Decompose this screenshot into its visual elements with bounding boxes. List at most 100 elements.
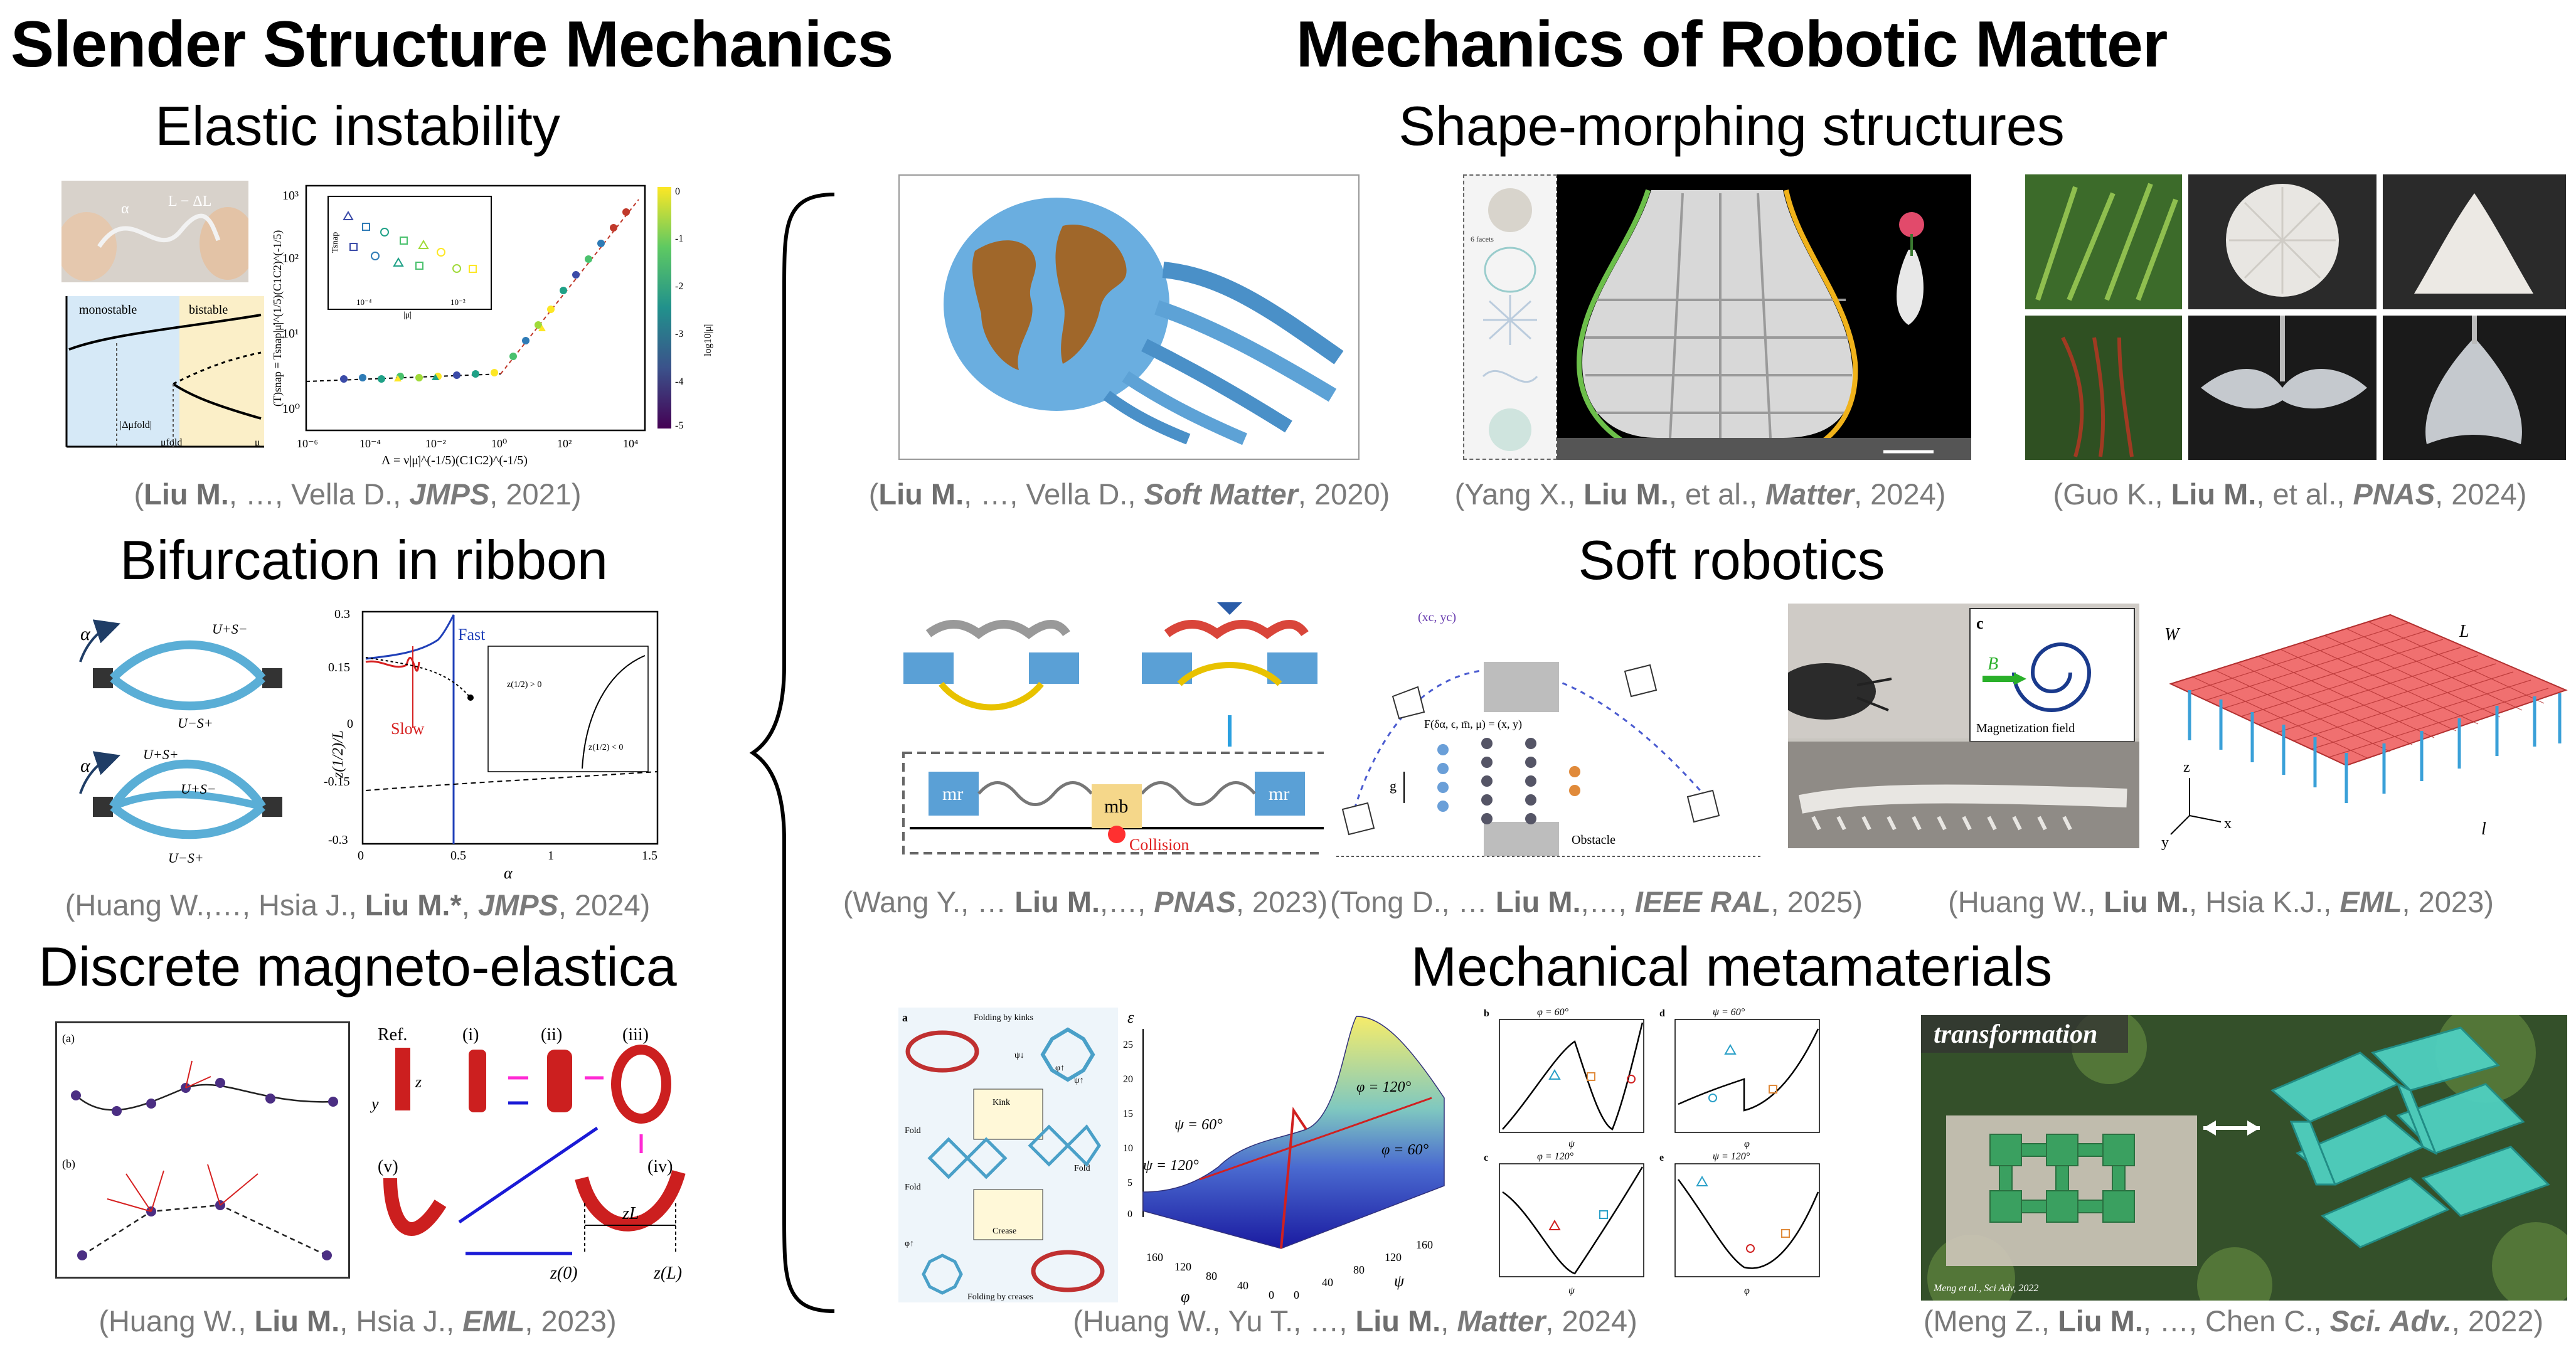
figure-bistability-diagram: monostable bistable |Δμfold| μfold μ: [60, 290, 267, 453]
millipede-robot-drawing: c B Magnetization field: [1775, 604, 2139, 848]
zL-label: zL: [622, 1204, 639, 1223]
y-axis-label: y: [370, 1095, 379, 1113]
phi120-label: φ = 120°: [1356, 1079, 1411, 1095]
fold-panel-a-label: a: [902, 1011, 908, 1024]
fast-label: Fast: [458, 625, 486, 644]
phi-tick-2: 80: [1206, 1270, 1217, 1282]
mb-label: mb: [1104, 796, 1128, 817]
svg-text:φ = 60°: φ = 60°: [1537, 1007, 1569, 1018]
ref-label: Ref.: [378, 1025, 407, 1045]
delta-mu-label: |Δμfold|: [120, 420, 152, 430]
state-i-label: (i): [462, 1025, 479, 1045]
figure-plant-inspired: [2025, 174, 2566, 460]
figure-snap-time-plot: 10³ 10² 10¹ 10⁰ 10⁻⁶ 10⁻⁴ 10⁻² 10⁰ 10² 1…: [269, 174, 720, 469]
svg-text:ψ = 120°: ψ = 120°: [1713, 1151, 1750, 1162]
facet-strip-drawing: 6 facets: [1471, 188, 1538, 451]
x-tick-3: 10⁰: [491, 437, 507, 450]
axis-x-label: x: [2224, 816, 2232, 832]
citation-nn-robot: (Tong D., … Liu M.,…, IEEE RAL, 2025): [1330, 885, 1863, 918]
citation-magneto-elastica: (Huang W., Liu M., Hsia J., EML, 2023): [98, 1304, 617, 1338]
psi-tick-4: 160: [1416, 1238, 1433, 1251]
inset-x-label: |μ̇|: [403, 311, 412, 320]
citation-vase: (Yang X., Liu M., et al., Matter, 2024): [1454, 477, 1946, 511]
slice-markers: [1548, 1043, 1790, 1253]
eps-tick-1: 20: [1123, 1074, 1133, 1085]
discrete-elastica-drawing: (a) (b): [62, 1032, 338, 1260]
rb-x-tick-3: 1.5: [642, 849, 657, 863]
eps-tick-4: 5: [1127, 1178, 1132, 1188]
eps-tick-2: 15: [1123, 1109, 1133, 1119]
psi-up-label: ψ↑: [1074, 1076, 1084, 1085]
magneto-sequence-drawing: Ref. (i) (ii) (iii) z y (v) (iv) zL z(0)…: [370, 1025, 686, 1283]
xcyc-label: (xc, yc): [1418, 610, 1456, 624]
width-W-label: W: [2164, 625, 2181, 644]
mr-right-label: mr: [1269, 784, 1289, 804]
psi-down-label: ψ↓: [1014, 1051, 1025, 1060]
colorbar: [657, 187, 671, 428]
phi-tick-1: 120: [1174, 1260, 1191, 1273]
figure-folding-schematic: a Folding by kinks ψ↓ Kink Fold Fold Fol…: [898, 1008, 1118, 1302]
obstacle-label: Obstacle: [1572, 833, 1615, 847]
svg-text:c: c: [1484, 1152, 1488, 1163]
svg-text:ψ = 60°: ψ = 60°: [1713, 1007, 1745, 1018]
group-title-metamaterials: Mechanical metamaterials: [1410, 935, 2053, 998]
figure-energy-landscape: ε 25 20 15 10 5 0 ψ = 60° ψ = 120° φ = 1…: [1118, 1004, 1469, 1306]
legged-sheet-drawing: W L l z x y: [2161, 614, 2568, 851]
strip-alpha-label: α: [121, 201, 129, 217]
psi-tick-3: 120: [1385, 1251, 1402, 1264]
section-title-magneto-elastica: Discrete magneto-elastica: [38, 935, 677, 998]
y-tick-0: 10³: [282, 189, 299, 203]
figure-energy-slices: b φ = 60° ψ d ψ = 60° φ c φ = 120° ψ e ψ…: [1481, 1004, 1832, 1299]
strip-length-label: L − ΔL: [168, 193, 211, 210]
cbar-tick-4: -4: [675, 376, 683, 387]
svg-text:ψ: ψ: [1568, 1285, 1575, 1296]
x-tick-5: 10⁴: [623, 437, 638, 450]
x-tick-2: 10⁻²: [425, 437, 446, 450]
leg-l-label: l: [2481, 819, 2486, 839]
snap-x-label: Λ = ν|μ̇|^(-1/5)(C1C2)^(-1/5): [381, 454, 528, 467]
cbar-tick-0: 0: [675, 186, 680, 197]
svg-text:φ: φ: [1744, 1139, 1750, 1149]
photo-credit-label: Meng et al., Sci Adv, 2022: [1933, 1283, 2038, 1294]
ribbon-top-up-label: U+S−: [212, 621, 248, 637]
figure-millipede-robot: c B Magnetization field: [1775, 604, 2139, 848]
x-tick-4: 10²: [557, 437, 572, 450]
figure-ribbon-bifurcation-plot: 0.3 0.15 0 -0.15 -0.3 0 0.5 1 1.5 α z(1/…: [319, 602, 670, 885]
citation-metamaterial-sciadv: (Meng Z., Liu M., …, Chen C., Sci. Adv.,…: [1923, 1304, 2544, 1338]
vase-drawing: [1557, 189, 1971, 460]
axis-z-label: z: [2183, 759, 2190, 775]
eps-tick-0: 25: [1123, 1040, 1133, 1050]
facets-label: 6 facets: [1471, 235, 1494, 243]
ribbon-bot-down-label: U−S+: [168, 850, 204, 866]
slice-panel-b: b φ = 60° ψ: [1484, 1007, 1644, 1149]
citation-bifurcation: (Huang W.,…, Hsia J., Liu M.*, JMPS, 202…: [65, 888, 651, 922]
eps-tick-3: 10: [1123, 1143, 1133, 1154]
schematic-b-label: (b): [62, 1158, 75, 1171]
ribbon-alpha-bottom: α: [80, 755, 91, 776]
ribbon-states-drawing: α U+S− U−S+ α U+S+ U+S− U−S+: [79, 619, 282, 866]
state-ii-label: (ii): [541, 1025, 562, 1045]
slice-panel-d: d ψ = 60° φ: [1659, 1007, 1820, 1149]
slice-panel-e: e ψ = 120° φ: [1659, 1151, 1820, 1296]
ribbon-alpha-top: α: [80, 624, 91, 644]
rb-x-tick-2: 1: [548, 849, 554, 863]
y-tick-1: 10²: [282, 252, 299, 265]
kink-label: Kink: [993, 1098, 1010, 1107]
fold-1-label: Fold: [905, 1126, 921, 1136]
psi-tick-1: 40: [1322, 1276, 1333, 1289]
length-L-label: L: [2459, 622, 2469, 641]
psi-axis-label: ψ: [1394, 1272, 1405, 1290]
phi60-label: φ = 60°: [1381, 1142, 1429, 1158]
ribbon-bot-mid-label: U+S−: [181, 781, 216, 797]
strip-photo-drawing: α L − ΔL: [56, 181, 256, 282]
phi-tick-0: 160: [1146, 1251, 1163, 1264]
figure-magneto-elastica-sequence: Ref. (i) (ii) (iii) z y (v) (iv) zL z(0)…: [359, 1015, 698, 1297]
citation-metamaterial-matter: (Huang W., Yu T., …, Liu M., Matter, 202…: [1073, 1304, 1637, 1338]
figure-ribbon-states: α U+S− U−S+ α U+S+ U+S− U−S+: [55, 605, 319, 869]
phi-axis-label: φ: [1181, 1287, 1190, 1305]
cbar-tick-2: -2: [675, 281, 683, 292]
bistable-label: bistable: [189, 303, 228, 317]
eps-axis-label: ε: [1127, 1008, 1134, 1026]
plant-inspired-drawing: [2025, 174, 2566, 460]
psi-tick-2: 80: [1353, 1264, 1365, 1276]
